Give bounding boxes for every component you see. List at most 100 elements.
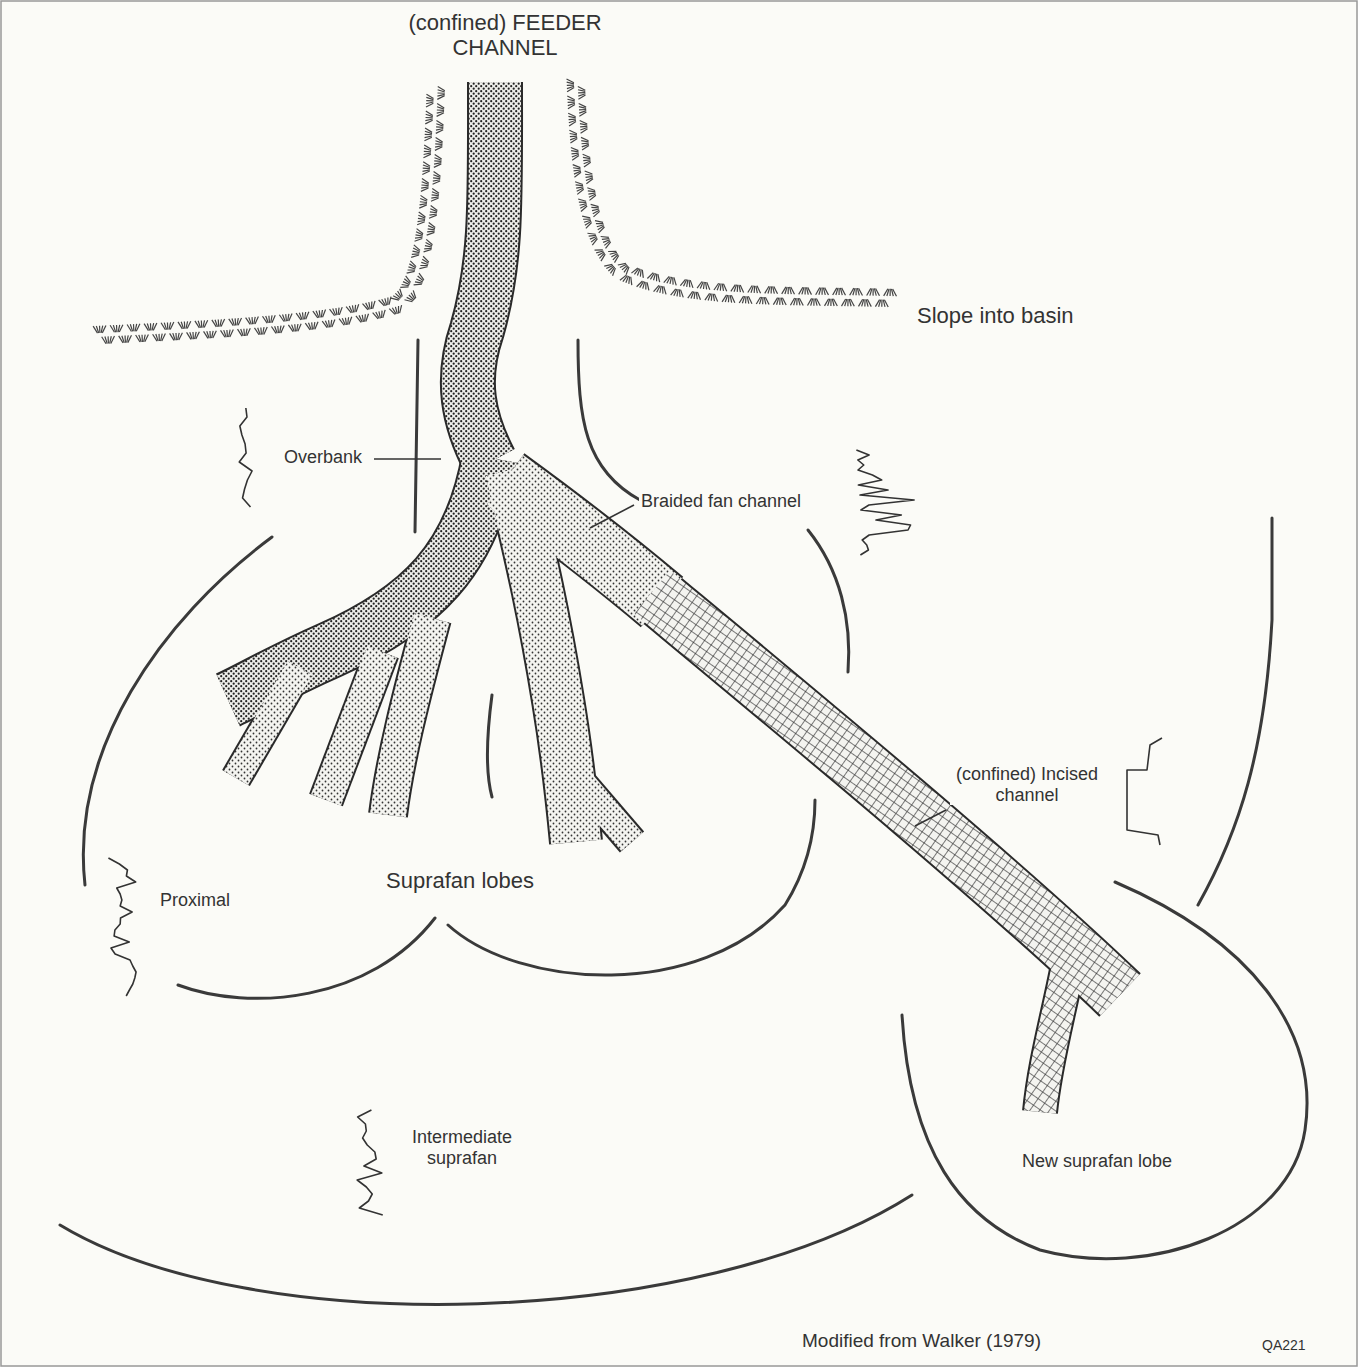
illustration-stroke	[574, 172, 581, 177]
illustration-stroke	[567, 84, 574, 86]
illustration-stroke	[247, 328, 250, 335]
illustration-stroke	[406, 276, 411, 283]
illustration-stroke	[415, 282, 422, 283]
illustration-stroke	[586, 223, 592, 229]
illustration-stroke	[369, 302, 371, 309]
illustration-stroke	[417, 229, 423, 234]
illustration-stroke	[209, 331, 211, 338]
illustration-stroke	[122, 336, 124, 343]
illustration-stroke	[631, 277, 632, 285]
illustration-stroke	[366, 314, 369, 322]
illustration-stroke	[587, 188, 595, 191]
illustration-stroke	[299, 313, 302, 320]
illustration-stroke	[431, 197, 438, 198]
illustration-stroke	[153, 323, 157, 330]
illustration-stroke	[833, 299, 837, 306]
illustration-stroke	[569, 121, 576, 125]
illustration-stroke	[398, 306, 399, 313]
illustration-stroke	[672, 277, 674, 284]
illustration-stroke	[419, 212, 426, 217]
illustration-stroke	[411, 255, 419, 257]
illustration-stroke	[374, 459, 946, 826]
illustration-stroke	[421, 187, 428, 188]
illustration-stroke	[436, 126, 443, 128]
illustration-stroke	[437, 109, 444, 111]
illustration-stroke	[813, 298, 814, 305]
illustration-stroke	[596, 223, 603, 224]
illustration-stroke	[421, 184, 428, 186]
illustration-stroke	[658, 274, 660, 282]
illustration-stroke	[864, 299, 865, 306]
illustration-stroke	[862, 299, 864, 306]
illustration-stroke	[424, 145, 431, 149]
illustration-stroke	[243, 329, 245, 336]
illustration-stroke	[416, 235, 423, 236]
illustration-stroke	[847, 299, 848, 306]
illustration-stroke	[757, 286, 761, 293]
illustration-stroke	[147, 323, 149, 330]
illustration-stroke	[567, 82, 574, 84]
illustration-stroke	[859, 288, 863, 295]
illustration-stroke	[696, 292, 697, 299]
illustration-stroke	[816, 299, 820, 306]
illustration-stroke	[580, 124, 587, 126]
illustration-stroke	[60, 1195, 912, 1304]
illustration-stroke	[371, 302, 373, 309]
illustration-stroke	[315, 322, 318, 330]
illustration-stroke	[410, 261, 416, 267]
illustration-stroke	[628, 276, 630, 283]
illustration-stroke	[319, 310, 321, 317]
illustration-stroke	[158, 334, 160, 341]
illustration-stroke	[751, 286, 753, 293]
region-label: Intermediate suprafan	[397, 1127, 527, 1168]
region-label: Braided fan channel	[639, 491, 803, 512]
illustration-stroke	[424, 151, 431, 153]
illustration-stroke	[426, 111, 433, 115]
illustration-stroke	[408, 269, 415, 270]
illustration-stroke	[435, 155, 442, 159]
illustration-stroke	[277, 326, 279, 333]
illustration-stroke	[737, 285, 739, 292]
illustration-stroke	[302, 312, 304, 319]
illustration-stroke	[578, 199, 586, 201]
illustration-stroke	[581, 206, 587, 211]
illustration-stroke	[207, 331, 209, 338]
illustration-stroke	[213, 331, 217, 338]
illustration-stroke	[637, 269, 640, 276]
illustration-stroke	[774, 286, 778, 293]
illustration-stroke	[808, 530, 849, 672]
illustration-stroke	[579, 107, 586, 109]
illustration-stroke	[581, 129, 588, 133]
illustration-stroke	[677, 289, 678, 296]
illustration-stroke	[614, 256, 618, 263]
illustration-stroke	[830, 299, 831, 306]
illustration-stroke	[717, 283, 720, 290]
illustration-stroke	[576, 187, 583, 188]
illustration-stroke	[802, 287, 804, 294]
region-label: (confined) FEEDER CHANNEL	[375, 10, 635, 61]
illustration-stroke	[107, 336, 109, 343]
illustration-stroke	[426, 100, 433, 101]
illustration-stroke	[426, 239, 432, 244]
illustration-stroke	[204, 320, 208, 327]
illustration-stroke	[316, 311, 319, 318]
illustration-stroke	[626, 267, 629, 275]
illustration-stroke	[133, 324, 135, 331]
illustration-stroke	[417, 222, 425, 225]
illustration-stroke	[215, 320, 217, 327]
illustration-stroke	[331, 320, 332, 327]
illustration-stroke	[731, 295, 734, 302]
illustration-stroke	[342, 318, 345, 325]
illustration-stroke	[599, 227, 605, 233]
illustration-stroke	[162, 334, 166, 341]
illustration-stroke	[181, 322, 183, 329]
illustration-stroke	[579, 112, 586, 116]
illustration-stroke	[255, 317, 258, 324]
illustration-stroke	[759, 297, 761, 304]
illustration-stroke	[592, 239, 597, 245]
illustration-stroke	[429, 222, 435, 227]
illustration-stroke	[566, 765, 632, 842]
illustration-stroke	[608, 251, 616, 252]
illustration-stroke	[230, 330, 234, 337]
region-label: QA221	[1262, 1337, 1306, 1353]
